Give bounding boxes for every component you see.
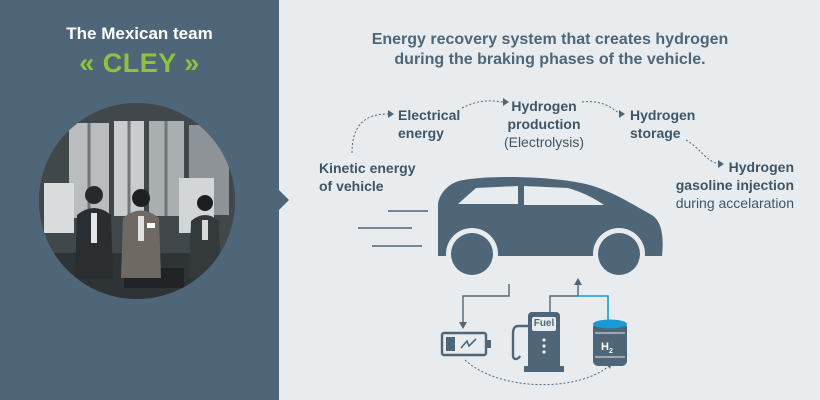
label-hydrogen-production: Hydrogen production (Electrolysis): [496, 97, 592, 151]
hydrogen-tank-icon: [593, 319, 627, 366]
label-kinetic-energy: Kinetic energy of vehicle: [319, 159, 415, 195]
team-name: « CLEY »: [79, 48, 200, 78]
team-panel: The Mexican team « CLEY »: [0, 0, 279, 400]
h2-symbol: H: [601, 341, 609, 353]
injection-line-2: gasoline injection: [675, 177, 794, 193]
kinetic-line-1: Kinetic energy: [319, 160, 416, 176]
heading-line-1: Energy recovery system that creates hydr…: [371, 31, 729, 48]
heading-line-2: during the braking phases of the vehicle…: [394, 51, 706, 68]
car-icon: [438, 177, 663, 280]
injection-line-3: during accelaration: [675, 195, 794, 211]
production-line-3: (Electrolysis): [503, 134, 585, 150]
fuel-pump-icon: [511, 312, 564, 372]
h2-subscript: 2: [608, 348, 613, 356]
team-caption: The Mexican team: [66, 24, 213, 43]
electrical-line-2: energy: [398, 125, 444, 141]
connector-kinetic-electrical: [351, 113, 389, 154]
production-line-1: Hydrogen: [511, 98, 577, 114]
fuel-label: Fuel: [533, 318, 555, 329]
connector-battery-tank: [464, 359, 611, 386]
connector-storage-injection: [685, 139, 719, 165]
connector-production-storage: [581, 101, 621, 115]
label-electrical-energy: Electrical energy: [398, 106, 460, 142]
storage-line-1: Hydrogen: [630, 107, 696, 123]
injection-line-1: Hydrogen: [728, 159, 794, 175]
diagram-heading: Energy recovery system that creates hydr…: [300, 30, 800, 70]
team-photo-image: [39, 103, 235, 299]
label-hydrogen-storage: Hydrogen storage: [630, 106, 695, 142]
speed-lines: [358, 210, 428, 247]
team-photo: [39, 103, 235, 299]
storage-line-2: storage: [630, 125, 681, 141]
kinetic-line-2: of vehicle: [319, 178, 384, 194]
h2-label: H2: [601, 338, 613, 361]
battery-icon: [440, 331, 491, 357]
electrical-line-1: Electrical: [398, 107, 461, 123]
production-line-2: production: [507, 116, 581, 132]
label-hydrogen-injection: Hydrogen gasoline injection during accel…: [650, 158, 794, 212]
arrow-car-to-battery: [462, 284, 510, 322]
h2-feed-line: [578, 295, 609, 322]
panel-pointer: [279, 190, 289, 210]
